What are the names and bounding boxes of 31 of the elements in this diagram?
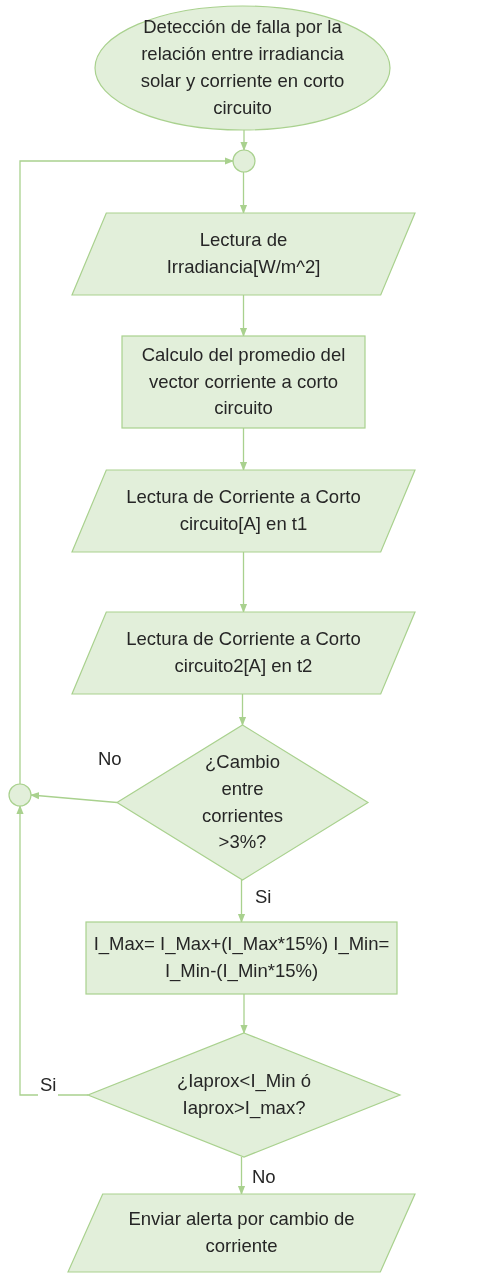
io-parallelogram <box>72 612 415 694</box>
arrow <box>30 792 118 804</box>
arrow <box>239 171 248 214</box>
terminal-ellipse <box>95 6 390 130</box>
node-text: Enviar alerta por cambio de corriente <box>127 1207 356 1258</box>
arrow <box>16 805 89 1096</box>
arrow <box>238 693 247 726</box>
node-text: Detección de falla por la relación entre irradiancia solar y corriente en corto circuito <box>139 15 346 120</box>
node-text: Lectura de Corriente a Corto circuito[A] en t1 <box>125 485 362 536</box>
arrow <box>240 993 248 1034</box>
node-text: Lectura de Irradiancia[W/m^2] <box>165 228 322 279</box>
node-text: ¿Iaprox<I_Min ó Iaprox>I_max? <box>175 1069 313 1121</box>
node-text: I_Max= I_Max+(I_Max*15%) I_Min= I_Min-(I_Min*15%) <box>92 932 391 984</box>
arrow <box>239 551 248 613</box>
decision-diamond <box>88 1033 400 1157</box>
arrow <box>19 157 234 785</box>
arrow <box>239 427 248 471</box>
connector-circle <box>233 150 255 172</box>
io-parallelogram <box>72 470 415 552</box>
arrow <box>237 879 246 923</box>
io-parallelogram <box>68 1194 415 1272</box>
process-box <box>122 336 365 428</box>
process-box <box>86 922 397 994</box>
io-parallelogram <box>72 213 415 295</box>
node-text: ¿Cambio entre corrientes >3%? <box>200 749 285 855</box>
connector-circle <box>9 784 31 806</box>
arrow <box>237 1156 246 1195</box>
node-text: Calculo del promedio del vector corriente a corto circuito <box>140 342 347 421</box>
arrow <box>240 129 248 151</box>
arrow <box>239 294 248 337</box>
node-text: Lectura de Corriente a Corto circuito2[A] en t2 <box>125 627 362 678</box>
